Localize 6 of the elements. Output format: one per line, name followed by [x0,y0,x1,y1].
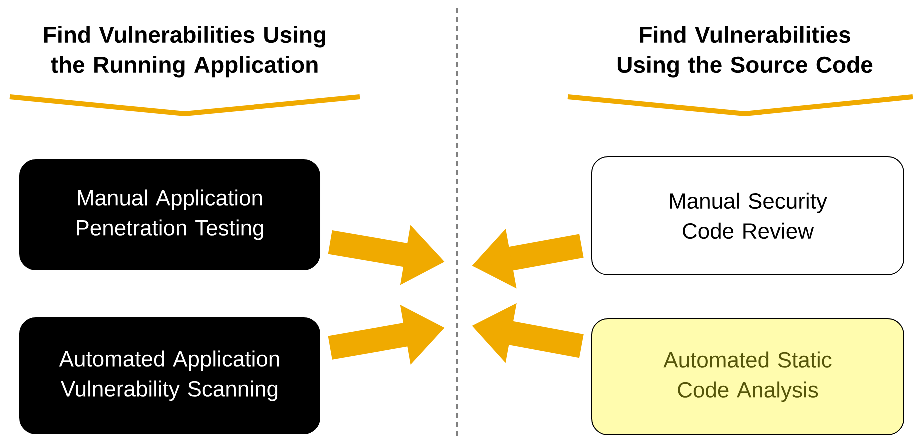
process-box: Manual Application Penetration Testing [20,160,320,270]
process-box: Automated Application Vulnerability Scanning [20,318,320,434]
heading: Find Vulnerabilities Using the Source Code [618,26,873,78]
heading: Find Vulnerabilities Using the Running Application [44,26,326,78]
process-box: Automated Static Code Analysis [592,318,904,436]
process-box: Manual Security Code Review [592,156,904,276]
